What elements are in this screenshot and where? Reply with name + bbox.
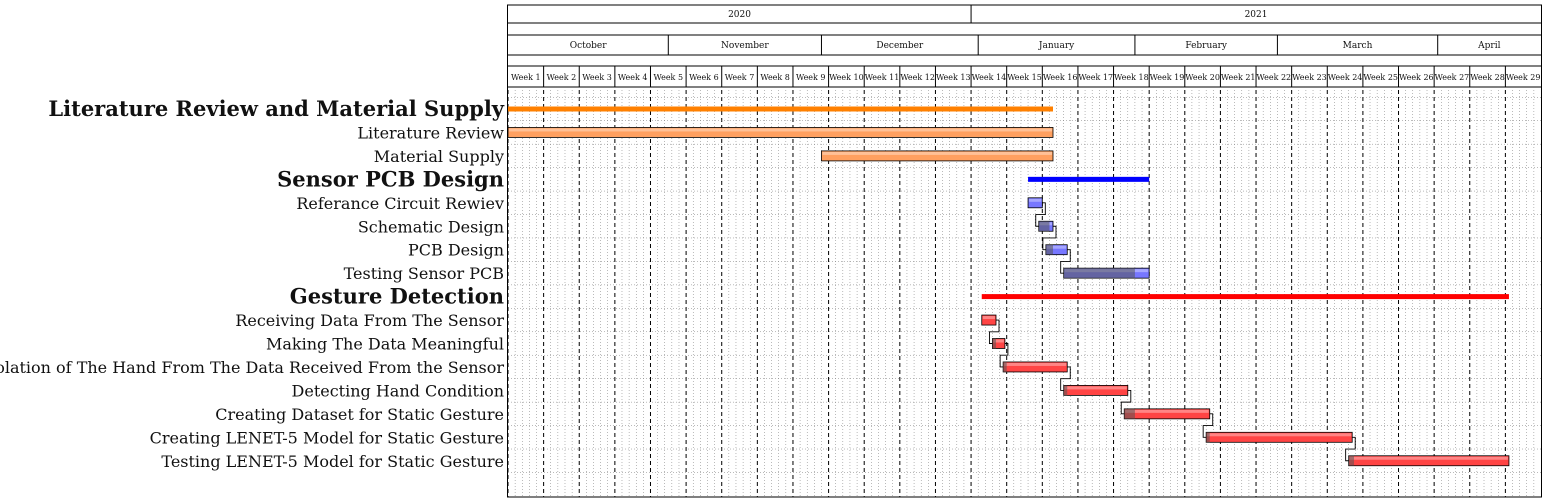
task-label: Isolation of The Hand From The Data Rece… xyxy=(0,358,504,377)
task-bar-shine xyxy=(993,339,1004,343)
dependency-link xyxy=(1120,389,1132,415)
year-label: 2021 xyxy=(1245,10,1268,20)
task-progress xyxy=(1003,361,1007,372)
group-bar xyxy=(981,294,1509,300)
task-label: Material Supply xyxy=(374,147,504,166)
group-label: Sensor PCB Design xyxy=(277,166,504,191)
task-label: Referance Circuit Rewiev xyxy=(296,194,504,213)
task-label: Literature Review xyxy=(357,123,504,142)
week-label: Week 19 xyxy=(1150,73,1185,82)
week-label: Week 11 xyxy=(865,73,900,82)
task-progress xyxy=(1348,455,1354,466)
week-label: Week 26 xyxy=(1399,73,1434,82)
month-label: February xyxy=(1185,41,1228,51)
week-label: Week 27 xyxy=(1435,73,1470,82)
week-label: Week 5 xyxy=(654,73,684,82)
dependency-link xyxy=(1042,225,1057,251)
task-bar-shine xyxy=(822,151,1052,155)
group-bar xyxy=(508,106,1053,112)
week-label: Week 10 xyxy=(829,73,864,82)
task-label: Testing Sensor PCB xyxy=(344,264,504,283)
task-bar xyxy=(507,127,1054,138)
task-progress xyxy=(1063,268,1135,279)
task-bar-shine xyxy=(1125,409,1209,413)
task-bar-shine xyxy=(1064,386,1127,390)
task-label: PCB Design xyxy=(408,241,504,260)
week-label: Week 16 xyxy=(1043,73,1078,82)
task-label: Creating LENET-5 Model for Static Gestur… xyxy=(150,428,504,447)
month-label: March xyxy=(1343,41,1373,51)
month-label: April xyxy=(1477,41,1500,51)
dependency-links xyxy=(988,202,1356,462)
group-bar xyxy=(1028,176,1150,182)
group-label: Literature Review and Material Supply xyxy=(48,96,504,121)
task-bar-shine xyxy=(509,128,1052,132)
grid-layer xyxy=(507,4,1542,498)
task-progress xyxy=(1206,432,1210,443)
task-label: Testing LENET-5 Model for Static Gesture xyxy=(161,452,504,471)
task-label: Detecting Hand Condition xyxy=(292,381,504,400)
week-label: Week 1 xyxy=(511,73,541,82)
dependency-link xyxy=(1345,436,1356,462)
week-label: Week 22 xyxy=(1257,73,1292,82)
week-label: Week 23 xyxy=(1292,73,1327,82)
dependency-link xyxy=(988,319,1000,344)
month-label: December xyxy=(876,41,924,51)
task-progress xyxy=(1038,221,1050,232)
dependency-link xyxy=(1202,413,1214,438)
week-label: Week 3 xyxy=(582,73,612,82)
task-label: Receiving Data From The Sensor xyxy=(235,311,504,330)
task-label: Making The Data Meaningful xyxy=(266,335,504,354)
week-label: Week 12 xyxy=(900,73,935,82)
task-progress xyxy=(1045,244,1053,255)
week-label: Week 2 xyxy=(547,73,577,82)
month-label: January xyxy=(1038,41,1075,51)
year-label: 2020 xyxy=(728,10,751,20)
task-progress xyxy=(1063,385,1068,396)
dependency-link xyxy=(1060,249,1071,274)
week-label: Week 21 xyxy=(1221,73,1256,82)
week-label: Week 6 xyxy=(689,73,719,82)
task-bar-shine xyxy=(1029,198,1042,202)
group-label: Gesture Detection xyxy=(290,284,504,309)
task-bar-shine xyxy=(1004,362,1067,366)
task-bars xyxy=(507,106,1510,467)
week-label: Week 15 xyxy=(1007,73,1042,82)
dependency-link xyxy=(1035,202,1046,227)
week-label: Week 29 xyxy=(1506,73,1541,82)
week-label: Week 17 xyxy=(1078,73,1113,82)
dependency-link xyxy=(999,343,1009,368)
task-progress xyxy=(1124,408,1135,419)
week-label: Week 25 xyxy=(1363,73,1398,82)
week-label: Week 18 xyxy=(1114,73,1149,82)
week-label: Week 20 xyxy=(1185,73,1220,82)
task-label: Creating Dataset for Static Gesture xyxy=(215,405,504,424)
week-label: Week 28 xyxy=(1470,73,1505,82)
task-label: Schematic Design xyxy=(358,217,504,236)
week-label: Week 8 xyxy=(760,73,790,82)
week-label: Week 7 xyxy=(725,73,755,82)
month-label: October xyxy=(570,41,608,51)
week-label: Week 13 xyxy=(936,73,971,82)
dependency-link xyxy=(1060,366,1071,391)
task-labels: Literature Review and Material SupplyLit… xyxy=(0,96,505,471)
task-bar-shine xyxy=(1349,456,1508,460)
task-bar xyxy=(821,150,1054,162)
week-label: Week 14 xyxy=(972,73,1007,82)
task-bar-shine xyxy=(982,316,996,320)
week-label: Week 24 xyxy=(1328,73,1363,82)
task-bar-shine xyxy=(1046,245,1067,249)
task-bar-shine xyxy=(1207,433,1352,437)
task-progress xyxy=(992,338,997,349)
month-label: November xyxy=(721,41,769,51)
week-label: Week 4 xyxy=(618,73,648,82)
week-label: Week 9 xyxy=(796,73,826,82)
